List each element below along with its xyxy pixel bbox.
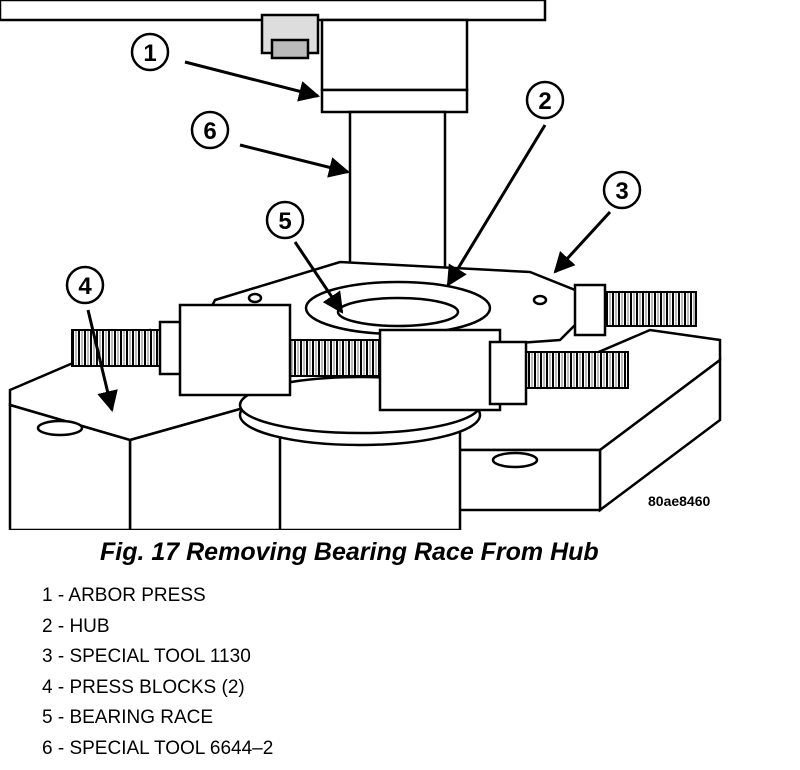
legend-item-bearing-race: 5 - BEARING RACE xyxy=(42,707,214,728)
arrow-2 xyxy=(446,124,547,287)
callout-legend: 1 - ARBOR PRESS 2 - HUB 3 - SPECIAL TOOL… xyxy=(42,583,273,766)
figure-caption: Fig. 17 Removing Bearing Race From Hub xyxy=(100,538,599,566)
arrow-5 xyxy=(293,241,344,314)
callout-6-number: 6 xyxy=(203,118,216,145)
callout-5: 5 xyxy=(265,200,305,240)
clamp-nuts xyxy=(158,283,607,412)
callout-3: 3 xyxy=(602,170,642,210)
legend-item-press-blocks: 4 - PRESS BLOCKS (2) xyxy=(42,676,245,698)
leader-arrows xyxy=(86,60,612,413)
press-assembly-illustration: 1 2 3 4 5 6 xyxy=(0,0,722,530)
callout-3-number: 3 xyxy=(615,178,628,205)
legend-item-arbor-press: 1 - ARBOR PRESS xyxy=(42,585,206,606)
callout-4: 4 xyxy=(65,265,105,305)
callout-1-number: 1 xyxy=(143,40,156,67)
arrow-4 xyxy=(86,309,118,413)
legend-item-special-tool-1130: 3 - SPECIAL TOOL 1130 xyxy=(42,646,251,667)
arrow-6 xyxy=(239,143,351,178)
right-press-block xyxy=(418,328,722,513)
arbor-press xyxy=(0,0,547,114)
legend-item-special-tool-6644-2: 6 - SPECIAL TOOL 6644–2 xyxy=(42,737,274,759)
callout-2: 2 xyxy=(525,80,565,120)
callout-2-number: 2 xyxy=(538,88,551,115)
callout-5-number: 5 xyxy=(278,208,291,235)
callout-4-number: 4 xyxy=(78,273,92,300)
legend-item-hub: 2 - HUB xyxy=(42,615,110,637)
callout-1: 1 xyxy=(130,32,170,72)
arrow-3 xyxy=(553,210,612,274)
callout-6: 6 xyxy=(190,110,230,150)
figure-code: 80ae8460 xyxy=(648,493,711,509)
arrow-1 xyxy=(184,60,321,102)
